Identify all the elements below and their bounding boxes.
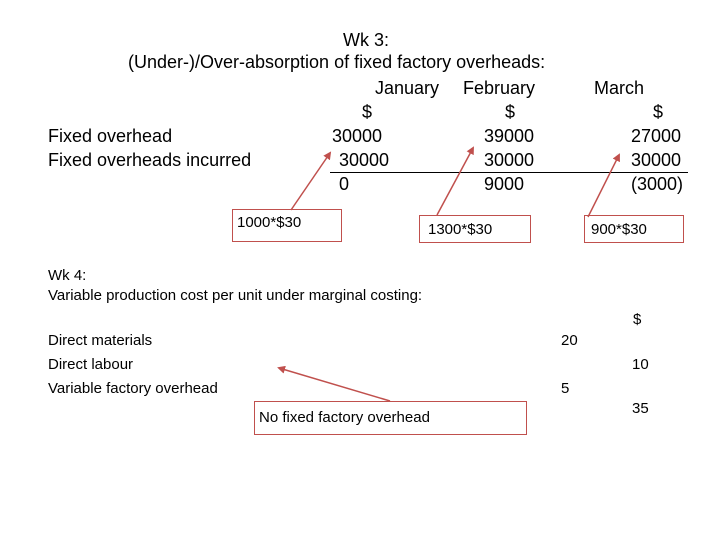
wk4-currency: $ xyxy=(633,311,642,328)
arrow-february xyxy=(436,146,474,216)
note-box-january: 1000*$30 xyxy=(232,209,342,242)
value-direct-materials: 20 xyxy=(561,332,578,349)
note-no-fixed: No fixed factory overhead xyxy=(259,409,430,426)
cell-fixed-overhead-feb: 39000 xyxy=(484,126,535,146)
row-label-variable-factory-overhead: Variable factory overhead xyxy=(48,380,218,397)
note-box-no-fixed: No fixed factory overhead xyxy=(254,401,527,435)
cell-difference-jan: 0 xyxy=(339,174,350,194)
cell-incurred-feb: 30000 xyxy=(484,150,535,170)
arrow-march xyxy=(587,153,620,218)
row-label-direct-labour: Direct labour xyxy=(48,356,134,373)
wk3-title: Wk 3: xyxy=(343,30,390,50)
arrow-january xyxy=(290,151,332,211)
note-january: 1000*$30 xyxy=(237,214,302,231)
currency-february: $ xyxy=(505,102,516,122)
row-label-fixed-overheads-incurred: Fixed overheads incurred xyxy=(48,150,252,170)
row-label-direct-materials: Direct materials xyxy=(48,332,153,349)
wk3-subtitle: (Under-)/Over-absorption of fixed factor… xyxy=(128,52,546,72)
arrow-no-fixed-overhead xyxy=(277,365,391,402)
header-march: March xyxy=(594,78,645,98)
currency-march: $ xyxy=(653,102,664,122)
cell-difference-feb: 9000 xyxy=(484,174,525,194)
wk4-title: Wk 4: xyxy=(48,267,87,284)
cell-incurred-mar: 30000 xyxy=(631,150,682,170)
value-total: 35 xyxy=(632,400,649,417)
note-box-march: 900*$30 xyxy=(584,215,684,243)
header-february: February xyxy=(463,78,536,98)
cell-fixed-overhead-mar: 27000 xyxy=(631,126,682,146)
note-march: 900*$30 xyxy=(591,221,647,238)
cell-incurred-jan: 30000 xyxy=(339,150,390,170)
total-underline xyxy=(330,172,688,173)
row-label-fixed-overhead: Fixed overhead xyxy=(48,126,173,146)
value-variable-factory-overhead: 5 xyxy=(561,380,570,397)
note-box-february: 1300*$30 xyxy=(419,215,531,243)
note-february: 1300*$30 xyxy=(428,221,493,238)
header-january: January xyxy=(375,78,440,98)
currency-january: $ xyxy=(362,102,373,122)
cell-difference-mar: (3000) xyxy=(631,174,684,194)
cell-fixed-overhead-jan: 30000 xyxy=(332,126,383,146)
value-direct-labour: 10 xyxy=(632,356,649,373)
wk4-subtitle: Variable production cost per unit under … xyxy=(48,287,423,304)
